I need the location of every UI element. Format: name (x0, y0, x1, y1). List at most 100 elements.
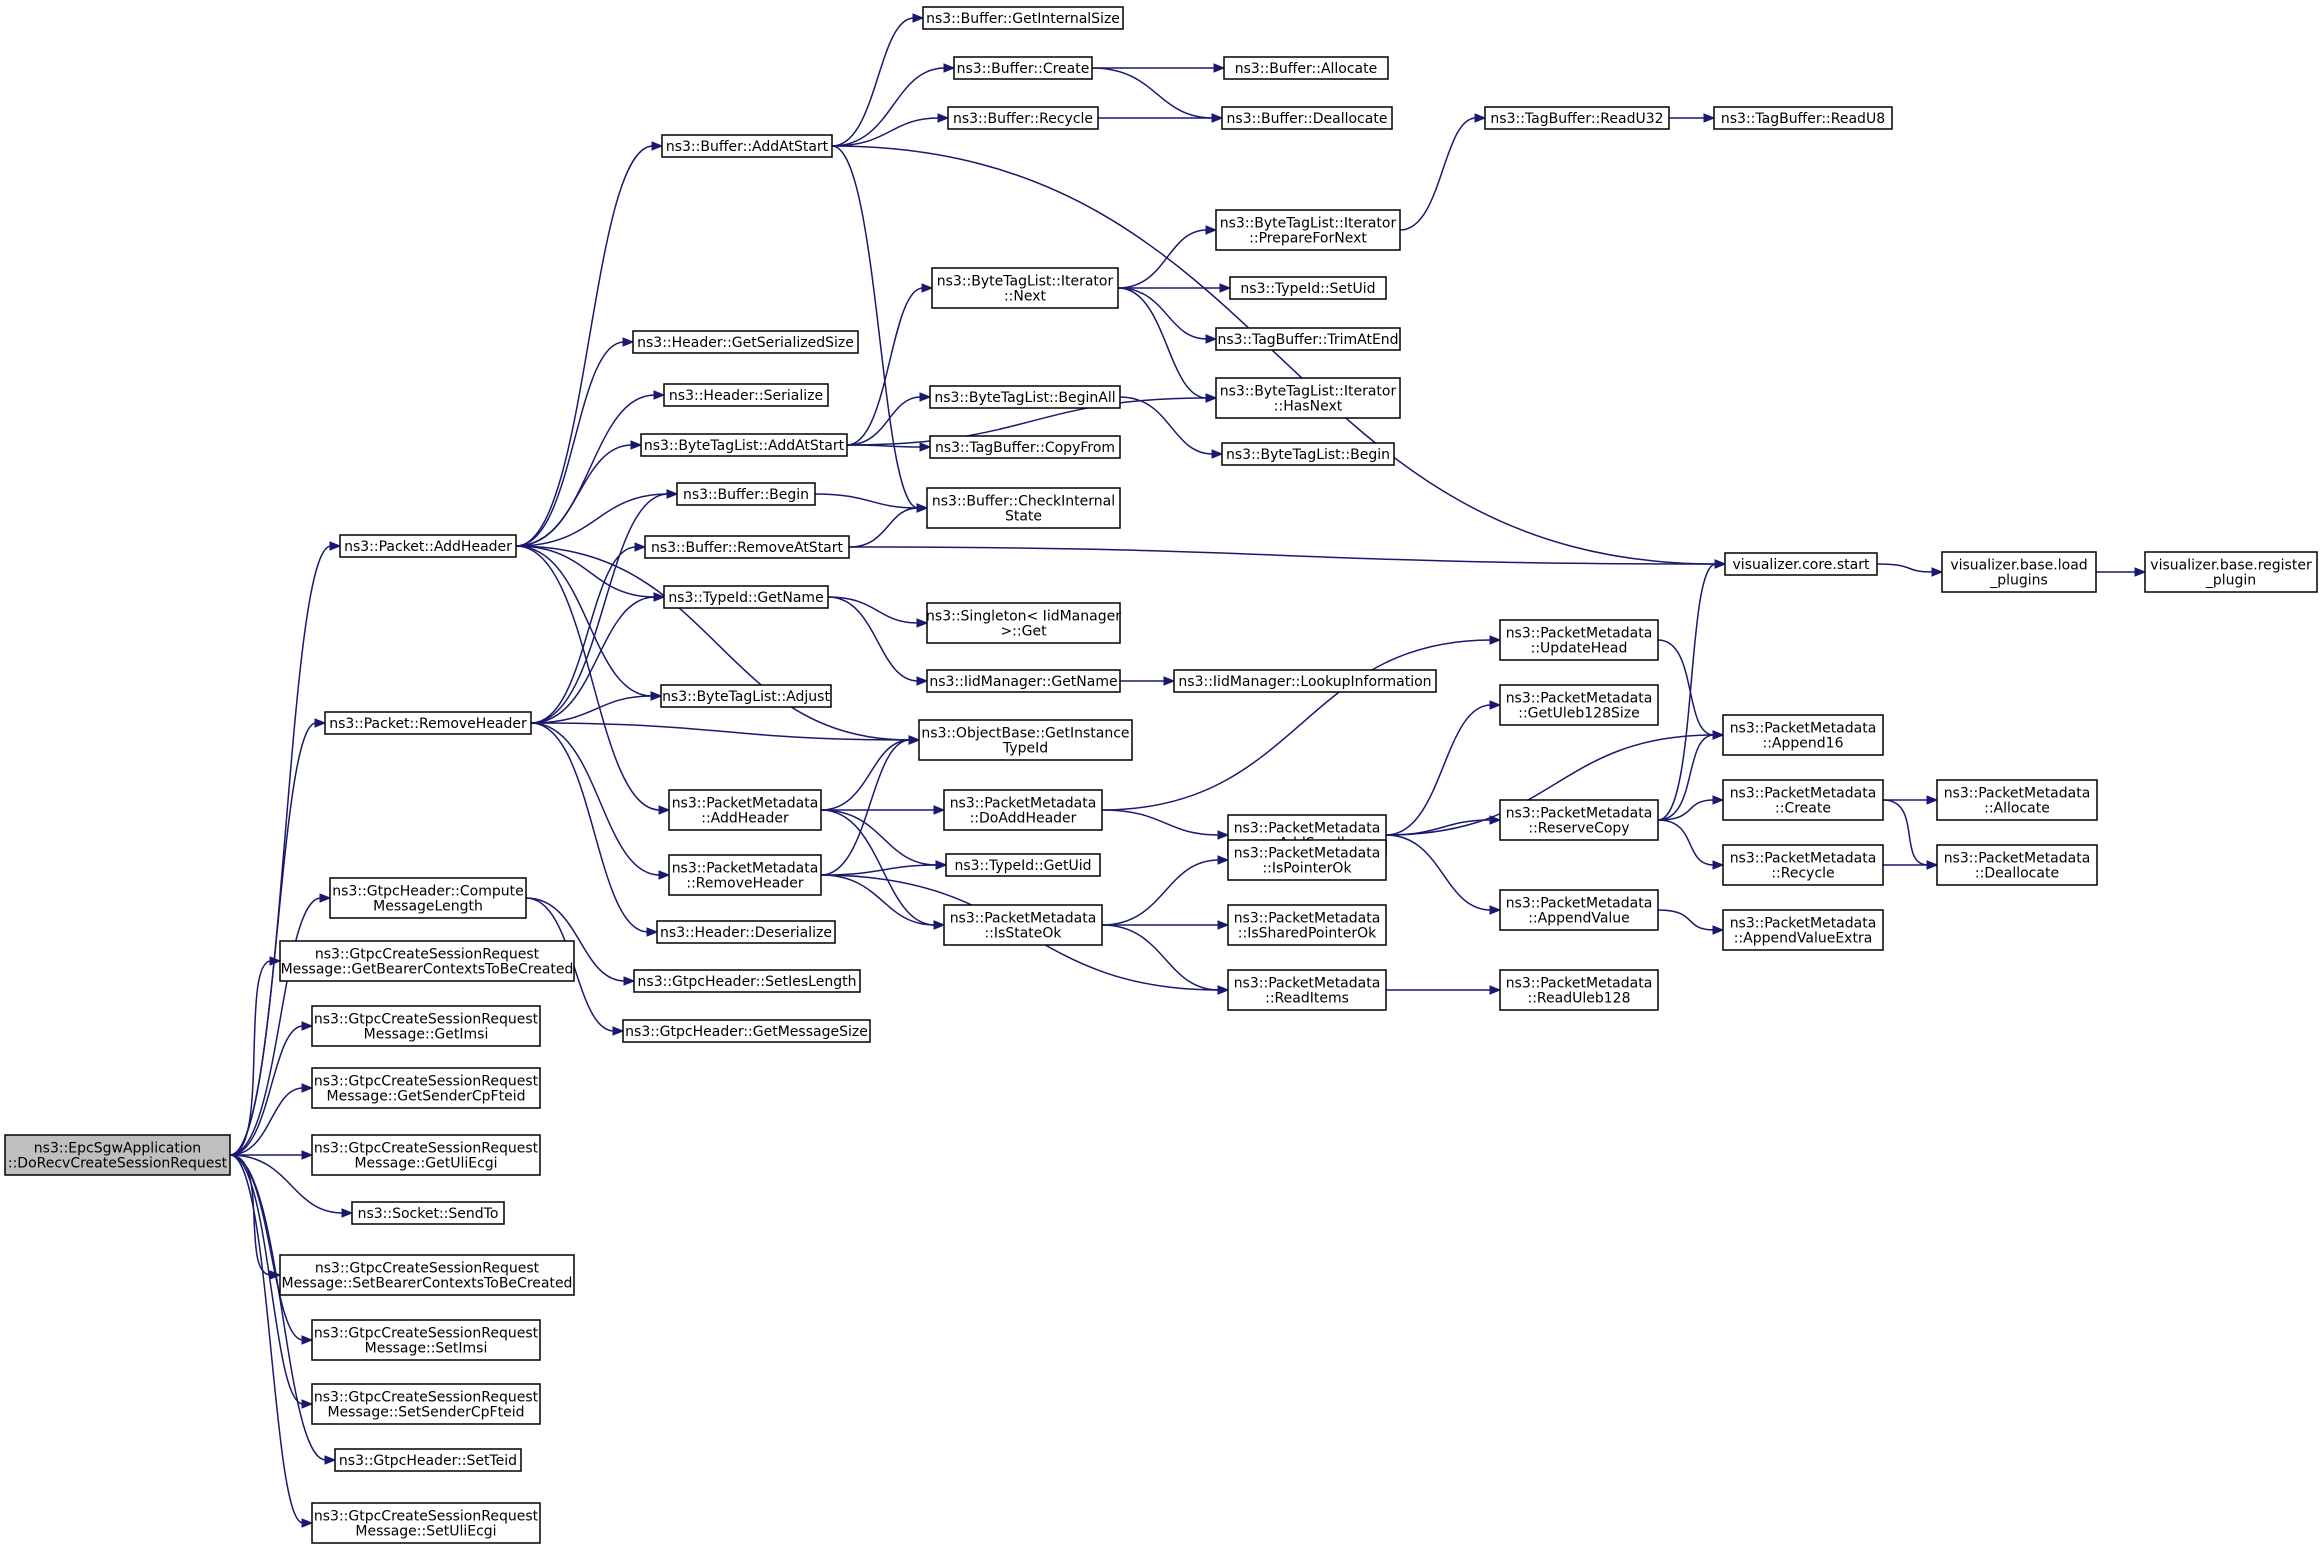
node-buf-recycle[interactable]: ns3::Buffer::Recycle (947, 106, 1099, 130)
node-buf-create[interactable]: ns3::Buffer::Create (953, 56, 1093, 80)
node-box (1227, 969, 1387, 1011)
node-root[interactable]: ns3::EpcSgwApplication::DoRecvCreateSess… (4, 1134, 231, 1176)
node-gtpc-getmsgsize[interactable]: ns3::GtpcHeader::GetMessageSize (622, 1019, 871, 1043)
node-label: ns3::Buffer::Recycle (953, 111, 1093, 127)
node-buf-getinternalsize[interactable]: ns3::Buffer::GetInternalSize (922, 6, 1124, 30)
node-set-uli[interactable]: ns3::GtpcCreateSessionRequestMessage::Se… (311, 1502, 541, 1544)
node-tb-trimatend[interactable]: ns3::TagBuffer::TrimAtEnd (1215, 327, 1401, 351)
node-vis-base-loadplugins[interactable]: visualizer.base.load_plugins (1941, 551, 2097, 593)
node-removeheader[interactable]: ns3::Packet::RemoveHeader (324, 711, 532, 735)
edge-buf_addatstart-buf_getinternalsize (831, 17, 915, 147)
edge-arrowhead (301, 1150, 314, 1160)
node-pm-removeheader[interactable]: ns3::PacketMetadata::RemoveHeader (668, 854, 822, 896)
node-pm-addheader[interactable]: ns3::PacketMetadata::AddHeader (668, 789, 822, 831)
edge-arrowhead (1219, 283, 1232, 293)
node-typeid-getname[interactable]: ns3::TypeId::GetName (663, 585, 829, 609)
node-buf-deallocate[interactable]: ns3::Buffer::Deallocate (1221, 106, 1393, 130)
edge-arrowhead (301, 1399, 314, 1409)
node-pm-allocate[interactable]: ns3::PacketMetadata::Allocate (1936, 779, 2098, 821)
edge-btl_it_next-btl_it_hasnext (1117, 287, 1208, 399)
node-pm-recycle[interactable]: ns3::PacketMetadata::Recycle (1722, 844, 1884, 886)
node-pm-doaddheader[interactable]: ns3::PacketMetadata::DoAddHeader (943, 789, 1103, 831)
node-addheader[interactable]: ns3::Packet::AddHeader (339, 534, 517, 558)
node-buf-addatstart[interactable]: ns3::Buffer::AddAtStart (661, 134, 833, 158)
edge-root-gtpc_compute (229, 897, 322, 1156)
edge-arrowhead (269, 956, 282, 966)
node-tb-readu8[interactable]: ns3::TagBuffer::ReadU8 (1713, 106, 1893, 130)
node-label: ns3::ByteTagList::AddAtStart (644, 438, 845, 454)
node-label: ::Recycle (1771, 866, 1834, 882)
node-gtpc-setieslength[interactable]: ns3::GtpcHeader::SetIesLength (633, 969, 861, 993)
node-hdr-getsersize[interactable]: ns3::Header::GetSerializedSize (632, 330, 859, 354)
node-iid-getname[interactable]: ns3::IidManager::GetName (926, 669, 1121, 693)
edge-pm_addsmall-pm_getuleb128size (1385, 704, 1492, 836)
node-box (2144, 551, 2318, 593)
node-pm-reservecopy[interactable]: ns3::PacketMetadata::ReserveCopy (1499, 799, 1659, 841)
node-pm-ispointerok[interactable]: ns3::PacketMetadata::IsPointerOk (1227, 839, 1387, 881)
node-box (1724, 552, 1878, 576)
node-set-bearer[interactable]: ns3::GtpcCreateSessionRequestMessage::Se… (279, 1254, 575, 1296)
node-tb-readu32[interactable]: ns3::TagBuffer::ReadU32 (1484, 106, 1670, 130)
node-pm-deallocate[interactable]: ns3::PacketMetadata::Deallocate (1936, 844, 2098, 886)
edge-arrowhead (1217, 920, 1230, 930)
node-btl-it-next[interactable]: ns3::ByteTagList::Iterator::Next (931, 267, 1119, 309)
node-pm-readuleb128[interactable]: ns3::PacketMetadata::ReadUleb128 (1499, 969, 1659, 1011)
node-tb-copyfrom[interactable]: ns3::TagBuffer::CopyFrom (929, 435, 1121, 459)
edges-layer (229, 13, 2147, 1528)
node-label: ns3::Packet::AddHeader (344, 539, 512, 555)
node-pm-create[interactable]: ns3::PacketMetadata::Create (1722, 779, 1884, 821)
node-set-imsi[interactable]: ns3::GtpcCreateSessionRequestMessage::Se… (311, 1319, 541, 1361)
node-label: ns3::ByteTagList::BeginAll (934, 390, 1115, 406)
node-pm-issharedpointerok[interactable]: ns3::PacketMetadata::IsSharedPointerOk (1227, 904, 1387, 946)
node-pm-appendvalueextra[interactable]: ns3::PacketMetadata::AppendValueExtra (1722, 909, 1884, 951)
node-set-sender[interactable]: ns3::GtpcCreateSessionRequestMessage::Se… (311, 1383, 541, 1425)
node-label: ::Next (1004, 289, 1047, 305)
node-btl-it-hasnext[interactable]: ns3::ByteTagList::Iterator::HasNext (1215, 377, 1401, 419)
node-buf-removeatstart[interactable]: ns3::Buffer::RemoveAtStart (644, 535, 850, 559)
node-iid-lookupinfo[interactable]: ns3::IidManager::LookupInformation (1173, 669, 1437, 693)
node-buf-allocate[interactable]: ns3::Buffer::Allocate (1223, 56, 1389, 80)
node-buf-begin[interactable]: ns3::Buffer::Begin (676, 482, 816, 506)
node-label: ::IsStateOk (984, 926, 1062, 942)
edge-pm_isstateok-pm_ispointerok (1101, 859, 1220, 926)
node-btl-beginall[interactable]: ns3::ByteTagList::BeginAll (929, 385, 1121, 409)
edge-buf_addatstart-vis_core_start (831, 145, 1717, 565)
node-set-teid[interactable]: ns3::GtpcHeader::SetTeid (334, 1448, 522, 1472)
node-typeid-setuid[interactable]: ns3::TypeId::SetUid (1229, 276, 1387, 300)
node-get-sender[interactable]: ns3::GtpcCreateSessionRequestMessage::Ge… (311, 1067, 541, 1109)
node-label: ns3::Header::Deserialize (660, 925, 832, 941)
node-vis-core-start[interactable]: visualizer.core.start (1724, 552, 1878, 576)
edge-arrowhead (1474, 113, 1487, 123)
node-btl-adjust[interactable]: ns3::ByteTagList::Adjust (660, 684, 832, 708)
node-get-imsi[interactable]: ns3::GtpcCreateSessionRequestMessage::Ge… (311, 1005, 541, 1047)
node-btl-begin[interactable]: ns3::ByteTagList::Begin (1221, 442, 1395, 466)
node-sendto[interactable]: ns3::Socket::SendTo (351, 1201, 505, 1225)
node-pm-appendvalue[interactable]: ns3::PacketMetadata::AppendValue (1499, 889, 1659, 931)
node-get-uli[interactable]: ns3::GtpcCreateSessionRequestMessage::Ge… (311, 1134, 541, 1176)
node-pm-append16[interactable]: ns3::PacketMetadata::Append16 (1722, 714, 1884, 756)
edge-arrowhead (651, 141, 664, 151)
node-pm-updatehead[interactable]: ns3::PacketMetadata::UpdateHead (1499, 619, 1659, 661)
node-singleton-get[interactable]: ns3::Singleton< IidManager>::Get (926, 602, 1121, 644)
node-label: ::IsPointerOk (1262, 861, 1352, 877)
node-btl-addatstart[interactable]: ns3::ByteTagList::AddAtStart (640, 433, 848, 457)
node-btl-it-preparefornext[interactable]: ns3::ByteTagList::Iterator::PrepareForNe… (1215, 209, 1401, 251)
node-pm-readitems[interactable]: ns3::PacketMetadata::ReadItems (1227, 969, 1387, 1011)
node-box (339, 534, 517, 558)
node-vis-base-registerplugin[interactable]: visualizer.base.register_plugin (2144, 551, 2318, 593)
node-typeid-getuid[interactable]: ns3::TypeId::GetUid (945, 853, 1101, 877)
edge-gtpc_compute-gtpc_setieslength (525, 897, 626, 982)
node-get-bearer[interactable]: ns3::GtpcCreateSessionRequestMessage::Ge… (279, 940, 575, 982)
node-pm-isstateok[interactable]: ns3::PacketMetadata::IsStateOk (943, 904, 1103, 946)
edge-addheader-buf_begin (515, 493, 669, 547)
node-hdr-deserialize[interactable]: ns3::Header::Deserialize (656, 920, 836, 944)
node-box (1722, 844, 1884, 886)
node-box (1722, 779, 1884, 821)
node-hdr-serialize[interactable]: ns3::Header::Serialize (663, 383, 829, 407)
node-pm-getuleb128size[interactable]: ns3::PacketMetadata::GetUleb128Size (1499, 684, 1659, 726)
node-box (1215, 327, 1401, 351)
node-label: ns3::ByteTagList::Iterator (937, 274, 1114, 290)
